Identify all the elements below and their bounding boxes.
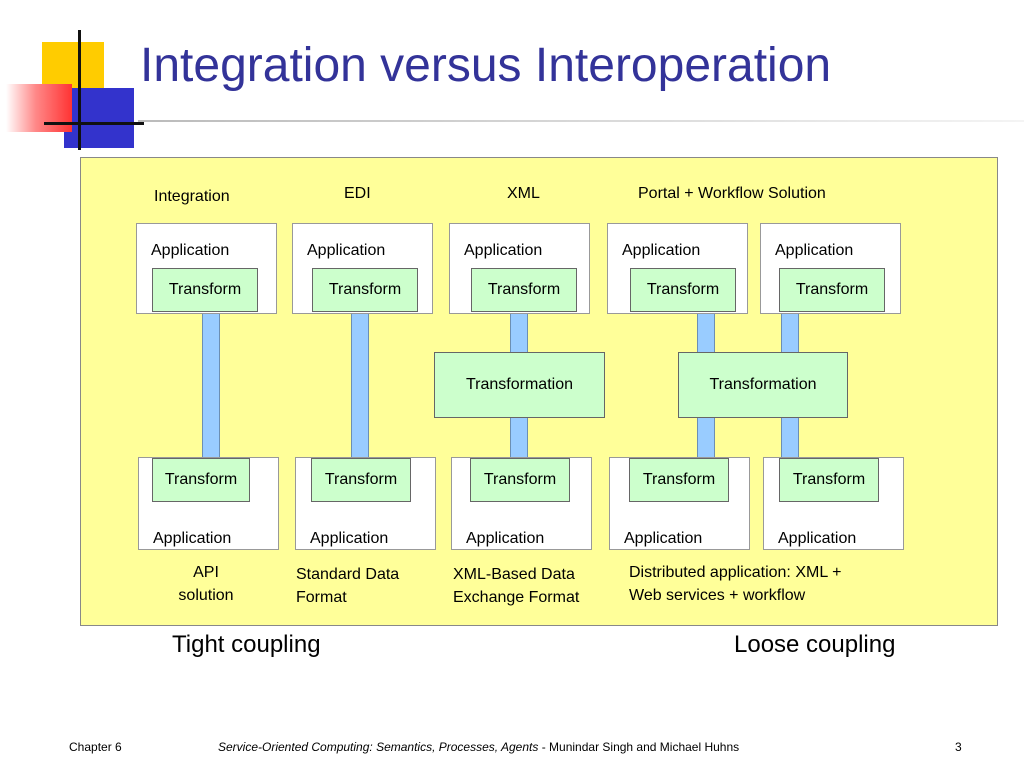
description-line: XML-Based Data bbox=[453, 566, 575, 583]
header-integration: Integration bbox=[154, 188, 230, 205]
slide-title: Integration versus Interoperation bbox=[140, 39, 832, 92]
bottom-application-label: Application bbox=[624, 530, 703, 547]
pipe-integration bbox=[202, 312, 220, 460]
transformation-box-xml: Transformation bbox=[434, 352, 605, 418]
slide-number: 3 bbox=[955, 740, 962, 754]
top-transform-box: Transform bbox=[630, 268, 736, 312]
pipe-edi bbox=[351, 312, 369, 460]
loose-coupling-label: Loose coupling bbox=[734, 631, 896, 658]
pipe-portal-left-top bbox=[697, 312, 715, 356]
title-rule bbox=[138, 120, 1024, 122]
top-application-label: Application bbox=[775, 242, 854, 259]
bottom-transform-box: Transform bbox=[311, 458, 411, 502]
description-line: Exchange Format bbox=[453, 589, 580, 606]
logo-horizontal-line bbox=[44, 122, 144, 125]
logo-vertical-line bbox=[78, 30, 81, 150]
pipe-portal-left-bottom bbox=[697, 416, 715, 460]
top-application-label: Application bbox=[622, 242, 701, 259]
bottom-application-label: Application bbox=[310, 530, 389, 547]
pipe-xml-top bbox=[510, 312, 528, 356]
top-transform-box: Transform bbox=[152, 268, 258, 312]
bottom-application-label: Application bbox=[466, 530, 545, 547]
description-line: API bbox=[193, 564, 219, 581]
top-application-label: Application bbox=[307, 242, 386, 259]
description-line: Distributed application: XML + bbox=[629, 564, 842, 581]
top-transform-box: Transform bbox=[312, 268, 418, 312]
top-transform-box: Transform bbox=[779, 268, 885, 312]
header-portal-workflow: Portal + Workflow Solution bbox=[638, 185, 826, 202]
footer-book-title: Service-Oriented Computing: Semantics, P… bbox=[218, 740, 539, 754]
pipe-xml-bottom bbox=[510, 416, 528, 460]
bottom-application-label: Application bbox=[153, 530, 232, 547]
footer-citation: Service-Oriented Computing: Semantics, P… bbox=[218, 740, 739, 754]
footer-authors: - Munindar Singh and Michael Huhns bbox=[538, 740, 740, 754]
bottom-transform-box: Transform bbox=[470, 458, 570, 502]
top-application-label: Application bbox=[464, 242, 543, 259]
description-xml: XML-Based Data Exchange Format bbox=[453, 563, 579, 609]
bottom-application-label: Application bbox=[778, 530, 857, 547]
description-line: solution bbox=[178, 587, 234, 604]
tight-coupling-label: Tight coupling bbox=[172, 631, 321, 658]
pipe-portal-right-bottom bbox=[781, 416, 799, 460]
header-edi: EDI bbox=[344, 185, 371, 202]
description-line: Standard Data bbox=[296, 566, 400, 583]
header-xml: XML bbox=[507, 185, 540, 202]
transformation-box-portal: Transformation bbox=[678, 352, 848, 418]
description-integration: API solution bbox=[160, 561, 252, 607]
bottom-transform-box: Transform bbox=[629, 458, 729, 502]
bottom-transform-box: Transform bbox=[152, 458, 250, 502]
footer-chapter: Chapter 6 bbox=[69, 740, 122, 754]
description-line: Format bbox=[296, 589, 347, 606]
logo-blue-square bbox=[64, 88, 134, 148]
pipe-portal-right-top bbox=[781, 312, 799, 356]
description-edi: Standard Data Format bbox=[296, 563, 399, 609]
top-application-label: Application bbox=[151, 242, 230, 259]
description-portal: Distributed application: XML + Web servi… bbox=[629, 561, 841, 607]
description-line: Web services + workflow bbox=[629, 587, 806, 604]
bottom-transform-box: Transform bbox=[779, 458, 879, 502]
top-transform-box: Transform bbox=[471, 268, 577, 312]
